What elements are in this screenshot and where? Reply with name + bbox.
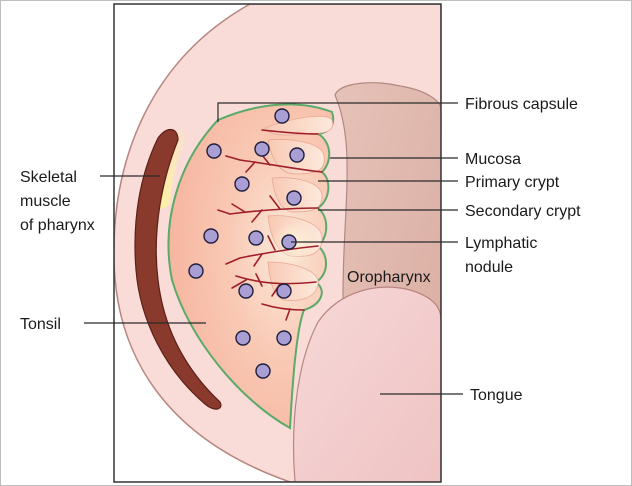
nodule xyxy=(207,144,221,158)
label-tonsil: Tonsil xyxy=(20,316,61,333)
label-fibrous-capsule: Fibrous capsule xyxy=(465,96,578,113)
nodule xyxy=(277,331,291,345)
nodule xyxy=(204,229,218,243)
label-secondary-crypt: Secondary crypt xyxy=(465,203,581,220)
label-skeletal-line3: of pharynx xyxy=(20,217,95,234)
label-skeletal-line1: Skeletal xyxy=(20,169,77,186)
nodule xyxy=(235,177,249,191)
nodule xyxy=(239,284,253,298)
nodule xyxy=(277,284,291,298)
label-primary-crypt: Primary crypt xyxy=(465,174,560,191)
nodule xyxy=(189,264,203,278)
nodule xyxy=(236,331,250,345)
nodule xyxy=(290,148,304,162)
nodule xyxy=(287,191,301,205)
label-skeletal-line2: muscle xyxy=(20,193,71,210)
nodule xyxy=(255,142,269,156)
nodule xyxy=(256,364,270,378)
label-tongue: Tongue xyxy=(470,387,523,404)
nodule xyxy=(249,231,263,245)
label-lymphatic-line1: Lymphatic xyxy=(465,235,537,252)
label-mucosa: Mucosa xyxy=(465,151,521,168)
nodule xyxy=(275,109,289,123)
label-oropharynx: Oropharynx xyxy=(347,269,431,286)
label-lymphatic-line2: nodule xyxy=(465,259,513,276)
